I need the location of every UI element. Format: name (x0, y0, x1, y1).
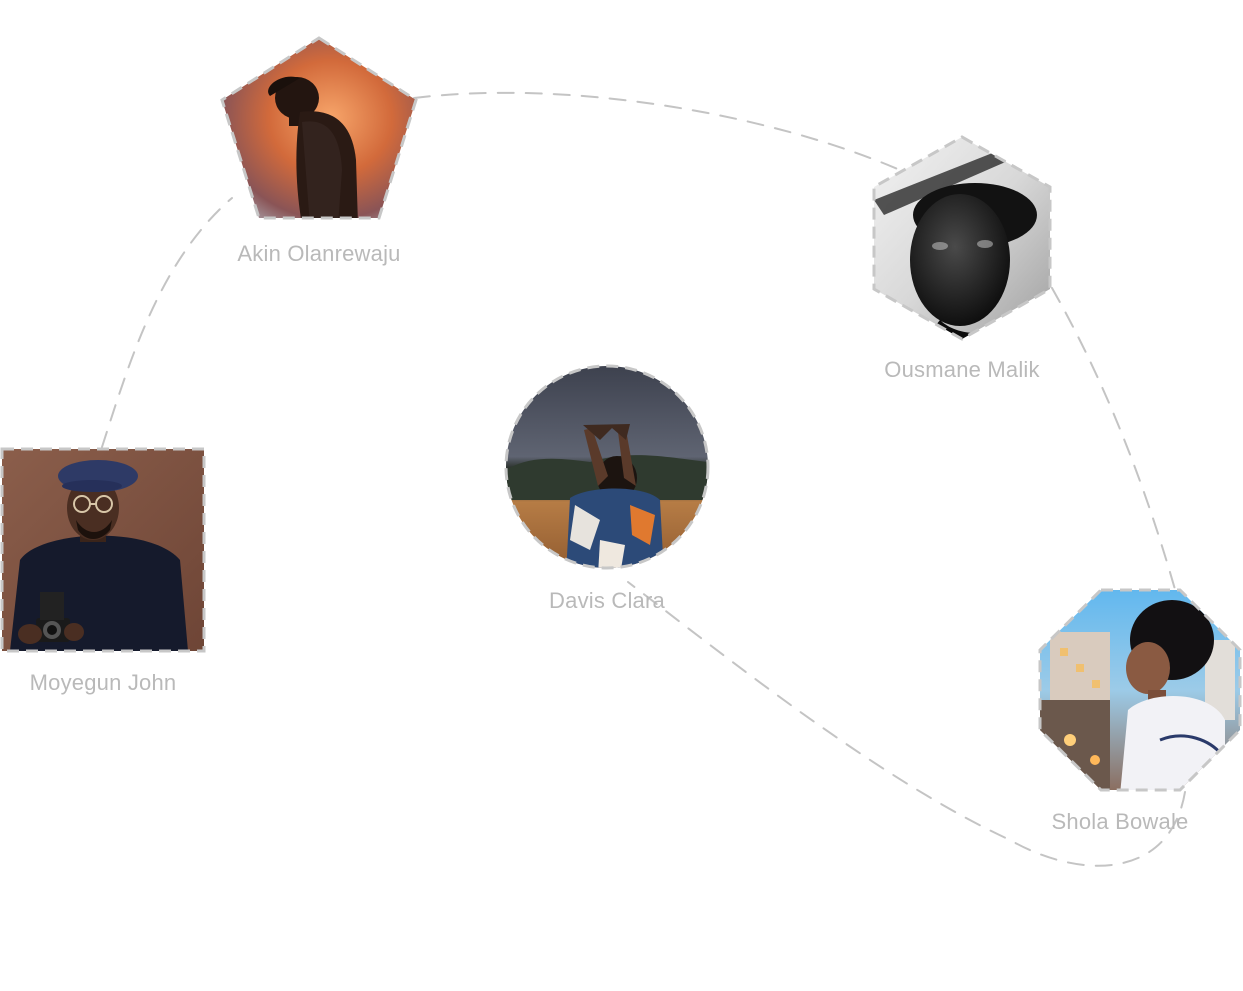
connector-shola-davis (627, 581, 1186, 867)
node-label-shola: Shola Bowale (1051, 809, 1189, 834)
node-label-davis: Davis Clara (549, 588, 665, 613)
connector-ousmane-shola (1051, 287, 1179, 601)
connector-lines (101, 91, 1186, 867)
node-label-akin: Akin Olanrewaju (237, 241, 401, 266)
photo-shola (1040, 590, 1240, 790)
node-shola[interactable] (1035, 585, 1243, 795)
photo-davis (506, 366, 708, 568)
node-davis-border (504, 364, 710, 570)
connector-moyegun-akin (101, 197, 233, 448)
node-moyegun-border (0, 447, 206, 653)
photo-moyegun (2, 449, 204, 651)
photo-ousmane (874, 137, 1050, 339)
node-ousmane[interactable] (870, 130, 1060, 345)
node-label-moyegun: Moyegun John (29, 670, 177, 695)
node-davis[interactable] (500, 360, 715, 575)
connector-akin-ousmane (413, 91, 901, 171)
photo-akin (222, 38, 416, 218)
node-moyegun[interactable] (0, 447, 206, 653)
node-ousmane-border (872, 135, 1052, 341)
node-label-ousmane: Ousmane Malik (884, 357, 1040, 382)
node-akin-border (220, 36, 418, 220)
node-shola-border (1038, 588, 1242, 792)
node-akin[interactable] (215, 30, 425, 225)
